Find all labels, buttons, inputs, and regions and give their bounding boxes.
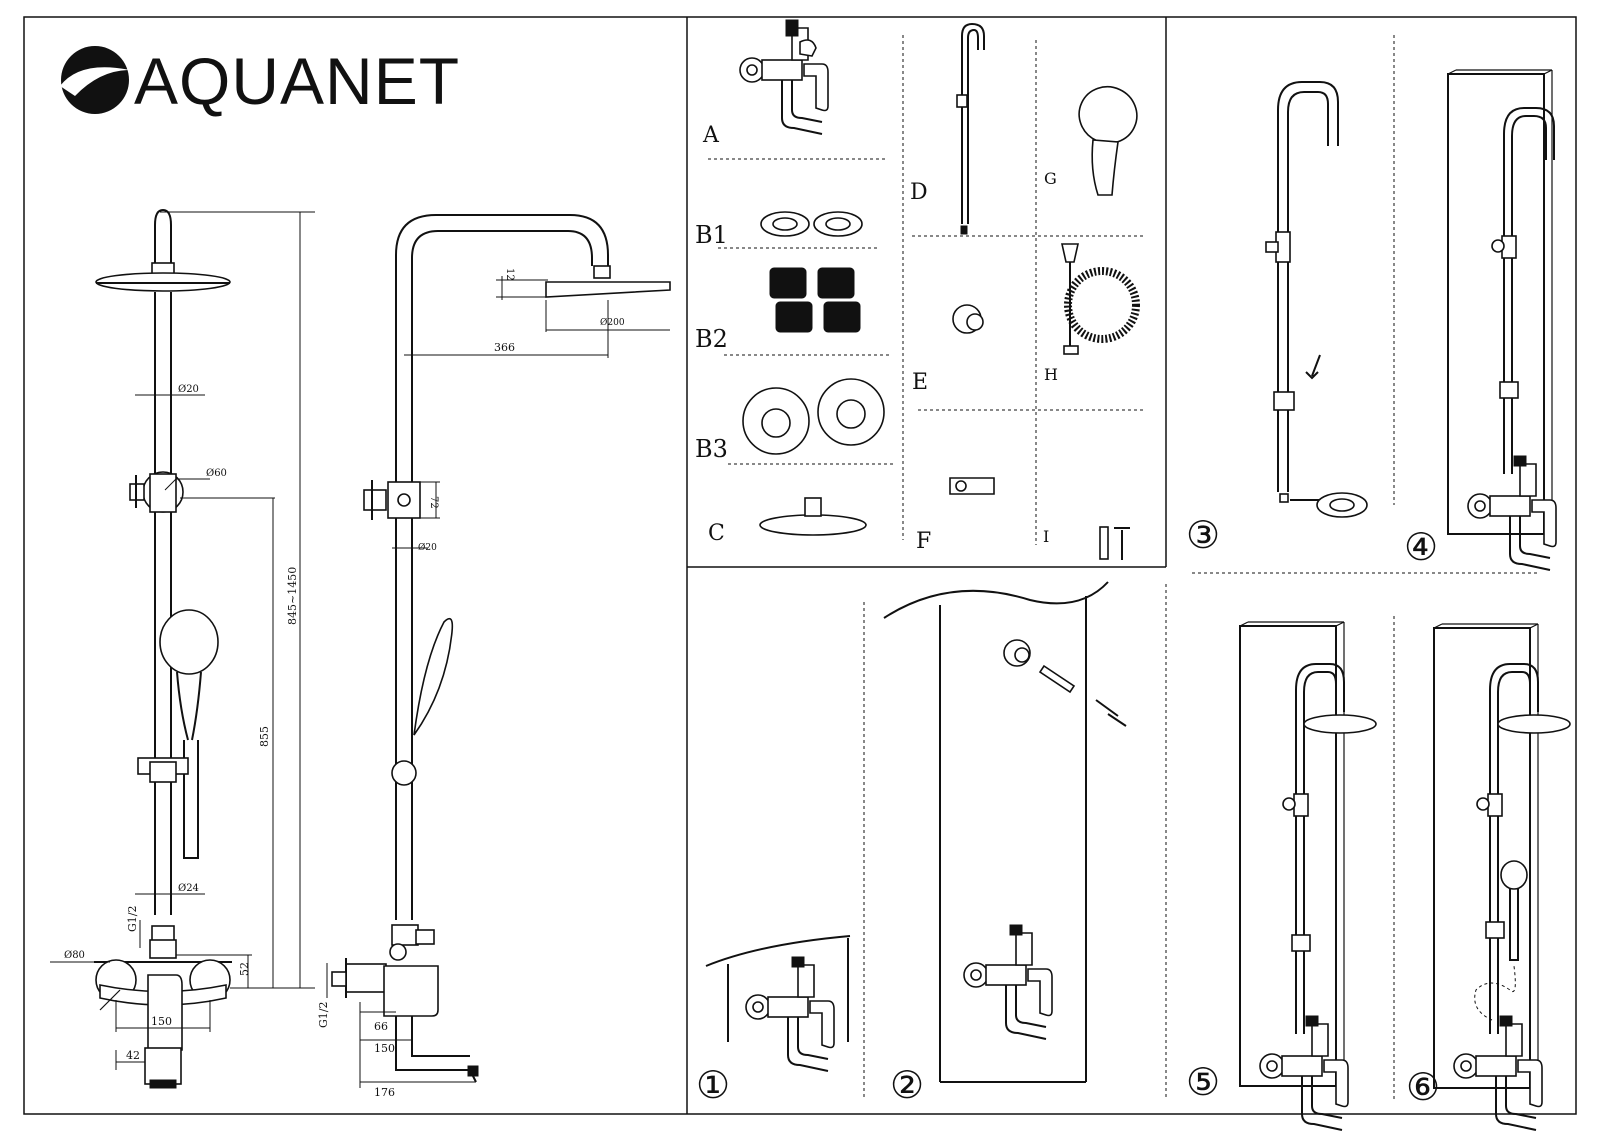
dim-center: 150 (151, 1015, 172, 1028)
part-label-d: D (910, 180, 928, 205)
part-f-slide-holder: F (916, 477, 995, 554)
dim-thread-side: G1/2 (317, 1002, 330, 1029)
part-label-f: F (916, 529, 931, 554)
step-1-illustration: ① (696, 935, 851, 1107)
part-label-a: A (702, 123, 720, 148)
brand-name: AQUANET (134, 44, 460, 118)
step-6-number: ⑥ (1406, 1065, 1440, 1109)
dim-spout-width: 42 (126, 1049, 140, 1062)
dim-clamp: Ø60 (206, 468, 227, 479)
part-c-overhead-shower: C (708, 497, 867, 546)
part-label-e: E (912, 370, 928, 395)
dim-offset-66: 66 (374, 1020, 388, 1033)
part-label-g: G (1044, 169, 1057, 188)
step-5-illustration: ⑤ (1186, 621, 1377, 1131)
steps-5-6: ⑤ ⑥ (1186, 616, 1571, 1131)
dim-head-thickness: 12 (504, 268, 515, 281)
part-label-b3: B3 (695, 435, 728, 463)
dim-offset-176: 176 (374, 1086, 395, 1099)
part-d-riser: D (910, 22, 985, 235)
part-label-b2: B2 (695, 325, 728, 353)
side-view-drawing: 12 Ø200 366 72 Ø20 G1/2 66 (317, 214, 671, 1099)
dim-offset-150: 150 (374, 1042, 395, 1055)
dim-pipe-top: Ø20 (178, 384, 199, 395)
step-4-illustration: ④ (1404, 69, 1557, 571)
dim-thread-left: G1/2 (126, 906, 139, 933)
step-5-number: ⑤ (1186, 1060, 1220, 1104)
step-3-number: ③ (1186, 513, 1220, 557)
brand-logo: AQUANET (60, 44, 460, 118)
dim-pipe-bottom: Ø24 (178, 883, 199, 894)
part-b2-connectors: B2 (695, 267, 861, 353)
dim-rosette: Ø80 (64, 950, 85, 961)
part-g-handshower: G (1044, 86, 1138, 196)
step-2-number: ② (890, 1063, 924, 1107)
front-view-drawing: Ø20 Ø60 845~1450 855 Ø24 G1/2 Ø80 52 150… (50, 208, 315, 1089)
part-label-h: H (1044, 365, 1058, 384)
part-label-b1: B1 (695, 221, 728, 249)
part-b3-rosettes: B3 (695, 378, 885, 463)
step-2-illustration: ② (883, 581, 1127, 1107)
dim-head-diameter: Ø200 (600, 317, 625, 328)
dim-arm-length: 366 (494, 341, 515, 354)
part-label-i: I (1043, 527, 1049, 546)
part-a-mixer: A (702, 19, 829, 148)
dim-height-range: 845~1450 (286, 567, 299, 625)
step-6-illustration: ⑥ (1406, 623, 1571, 1131)
wave-icon (60, 46, 130, 114)
step-1-number: ① (696, 1063, 730, 1107)
dim-valve-pipe: Ø20 (418, 542, 437, 553)
part-h-hose: H (1044, 243, 1140, 384)
dim-drop: 52 (238, 962, 251, 976)
step-4-number: ④ (1404, 525, 1438, 569)
part-b1-washers: B1 (695, 211, 863, 249)
part-i-dowel-screw: I (1043, 526, 1130, 560)
step-3-illustration: ③ (1186, 81, 1368, 557)
dim-height: 855 (258, 726, 271, 747)
dim-valve-height: 72 (428, 496, 439, 509)
steps-3-4: ③ ④ (1186, 35, 1557, 574)
part-label-c: C (708, 521, 725, 546)
outer-frame (23, 16, 1577, 1115)
steps-1-2: ① ② (696, 581, 1167, 1107)
parts-list: A B1 B2 B3 C (695, 19, 1146, 560)
part-e-wall-bracket: E (912, 304, 984, 395)
